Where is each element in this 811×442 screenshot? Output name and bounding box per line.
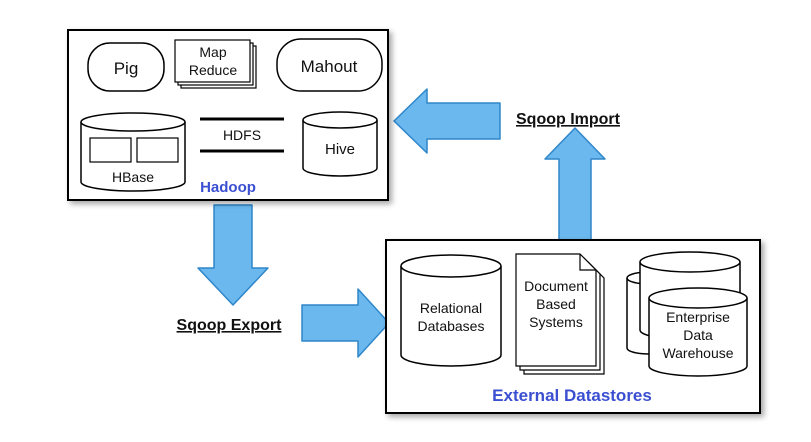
document-systems-node: Document Based Systems xyxy=(515,253,605,375)
sqoop-import-up-arrow xyxy=(544,127,606,244)
pig-label: Pig xyxy=(114,59,139,78)
mapreduce-label-line2: Reduce xyxy=(189,62,237,78)
external-datastores-box: Relational Databases Document Based Syst… xyxy=(385,239,761,414)
sqoop-export-label: Sqoop Export xyxy=(177,317,283,334)
document-label-line2: Based xyxy=(536,296,576,312)
hive-label: Hive xyxy=(325,141,355,158)
sqoop-export-down-arrow xyxy=(197,204,269,306)
external-datastores-title: External Datastores xyxy=(492,386,652,405)
hdfs-node: HDFS xyxy=(200,117,284,153)
mahout-label: Mahout xyxy=(301,57,358,76)
sqoop-import-left-arrow xyxy=(393,88,501,154)
hive-node: Hive xyxy=(302,111,378,177)
hbase-node: HBase xyxy=(80,112,186,192)
mapreduce-node: Map Reduce xyxy=(174,39,257,89)
enterprise-warehouse-node: Enterprise Data Warehouse xyxy=(626,251,748,377)
warehouse-label-line1: Enterprise xyxy=(666,309,730,325)
hadoop-box: Pig Map Reduce Mahout HBase HDFS xyxy=(67,29,389,201)
hdfs-label: HDFS xyxy=(223,127,261,143)
mahout-node: Mahout xyxy=(276,38,383,92)
pig-node: Pig xyxy=(87,42,165,92)
sqoop-import-label: Sqoop Import xyxy=(516,111,621,128)
document-label-line3: Systems xyxy=(529,314,583,330)
sqoop-export-right-arrow xyxy=(301,288,390,358)
mapreduce-label-line1: Map xyxy=(199,44,226,60)
relational-databases-node: Relational Databases xyxy=(400,254,502,367)
document-label-line1: Document xyxy=(524,278,588,294)
hbase-label: HBase xyxy=(112,169,154,185)
warehouse-label-line2: Data xyxy=(683,327,713,343)
warehouse-label-line3: Warehouse xyxy=(662,345,733,361)
hadoop-title: Hadoop xyxy=(200,179,256,196)
relational-label-line2: Databases xyxy=(418,318,485,334)
relational-label-line1: Relational xyxy=(420,300,482,316)
